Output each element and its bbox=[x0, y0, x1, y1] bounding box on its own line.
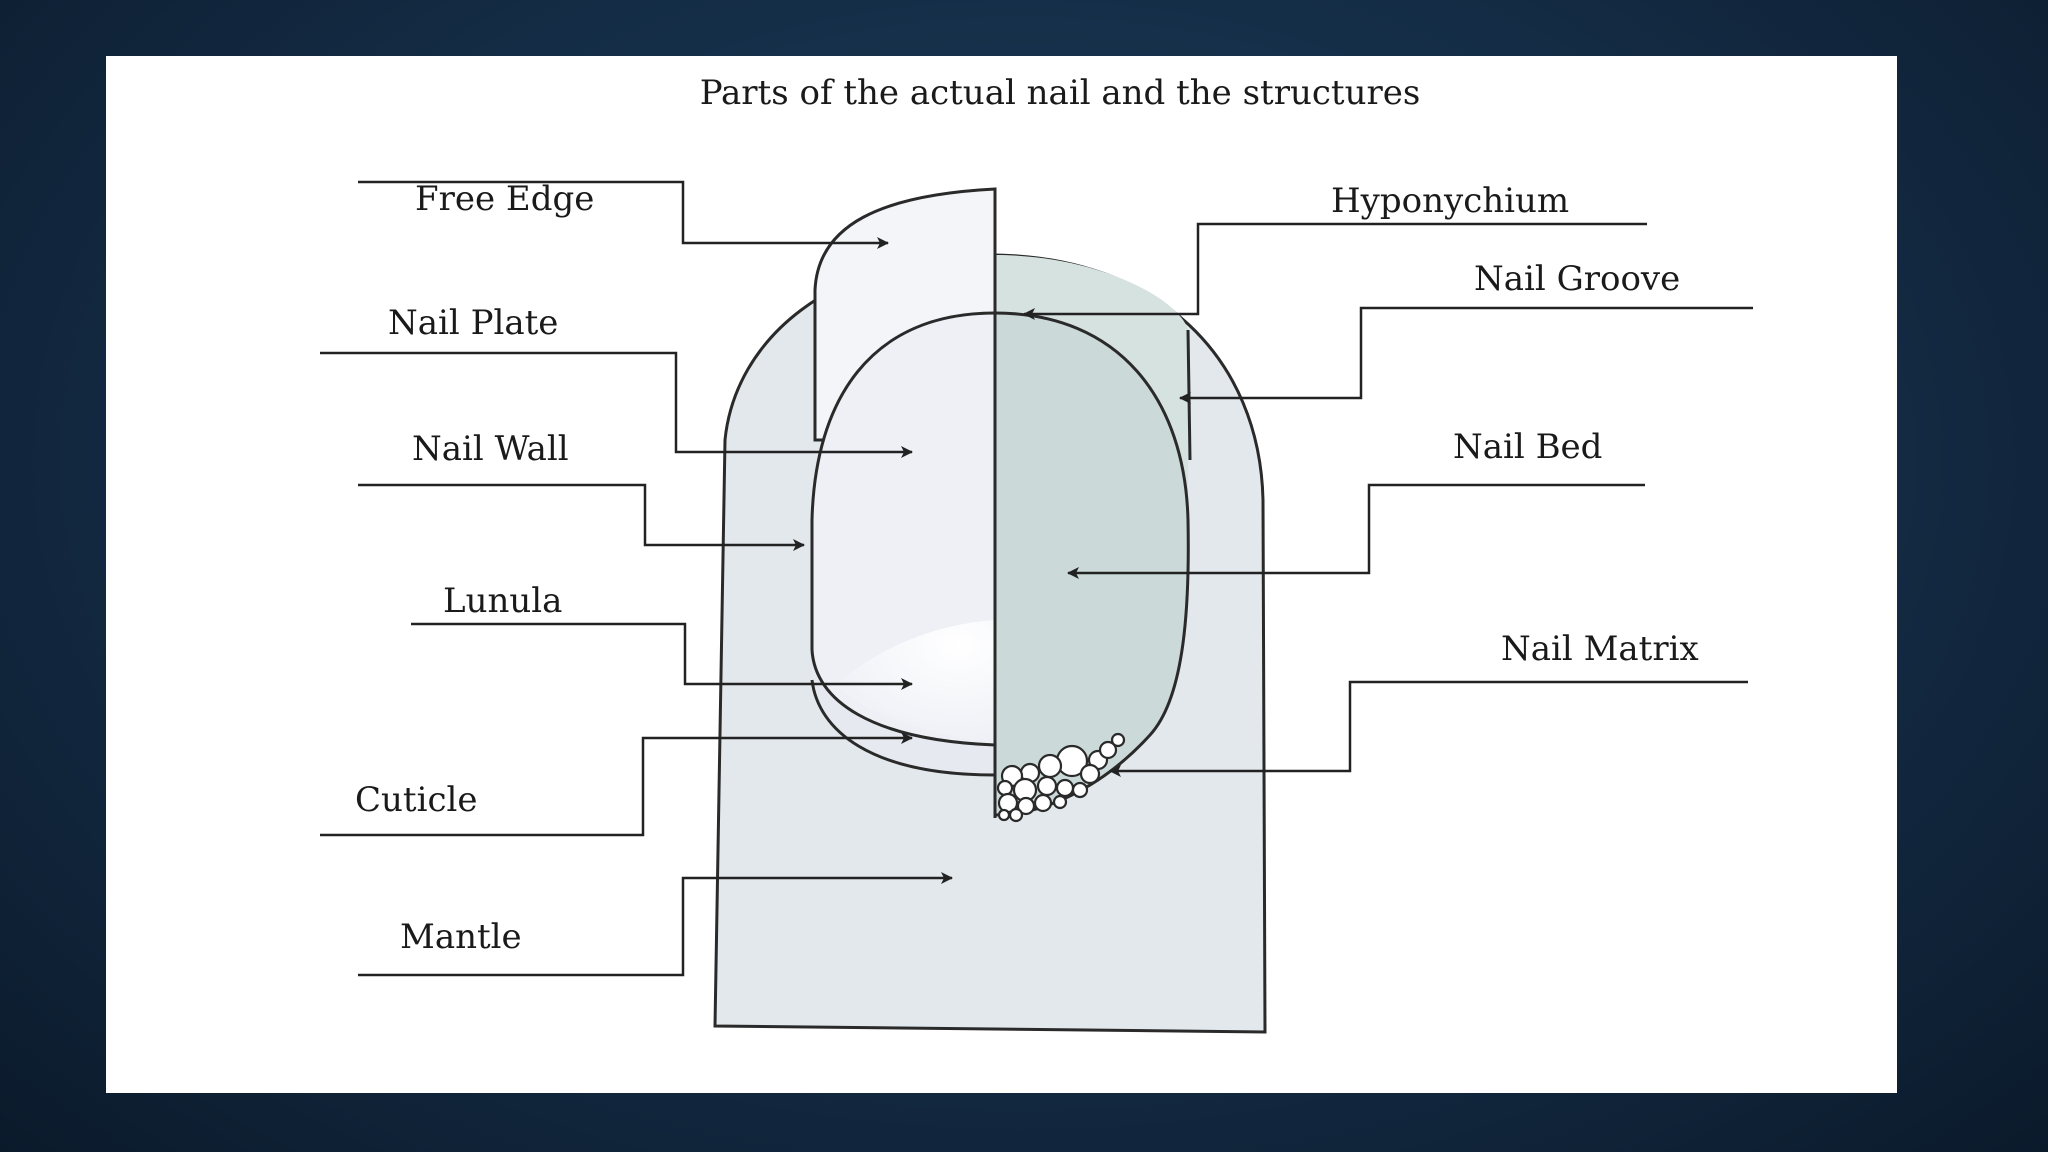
leader-nail-plate bbox=[320, 351, 913, 458]
leader-lunula bbox=[411, 622, 913, 690]
label-nail-plate: Nail Plate bbox=[388, 303, 558, 343]
label-mantle: Mantle bbox=[400, 917, 522, 957]
label-free-edge: Free Edge bbox=[415, 179, 594, 219]
label-nail-bed: Nail Bed bbox=[1453, 427, 1602, 467]
diagram-title: Parts of the actual nail and the structu… bbox=[700, 73, 1421, 113]
label-nail-groove: Nail Groove bbox=[1474, 259, 1680, 299]
label-cuticle: Cuticle bbox=[355, 780, 478, 820]
cuticle-outline bbox=[810, 649, 996, 747]
leader-cuticle bbox=[320, 732, 913, 837]
nail-plate-outline bbox=[810, 311, 1190, 817]
nail-bed-shape bbox=[995, 313, 1189, 815]
leader-nail-groove bbox=[1179, 306, 1753, 404]
leader-nail-bed bbox=[1067, 483, 1645, 579]
nail-bed-highlight bbox=[995, 255, 1188, 520]
nail-groove-outline bbox=[1186, 329, 1192, 461]
leader-free-edge bbox=[358, 180, 889, 249]
label-nail-matrix: Nail Matrix bbox=[1501, 629, 1699, 669]
nail-matrix-cells bbox=[996, 732, 1126, 823]
leader-mantle bbox=[358, 872, 953, 977]
leader-nail-matrix bbox=[1109, 680, 1748, 777]
label-lunula: Lunula bbox=[443, 581, 562, 621]
leader-nail-wall bbox=[358, 483, 805, 551]
label-hyponychium: Hyponychium bbox=[1331, 181, 1569, 221]
cuticle-shape bbox=[812, 650, 995, 775]
cuticle-lower-outline bbox=[810, 679, 996, 777]
leader-hyponychium bbox=[1023, 222, 1647, 320]
label-nail-wall: Nail Wall bbox=[412, 429, 569, 469]
